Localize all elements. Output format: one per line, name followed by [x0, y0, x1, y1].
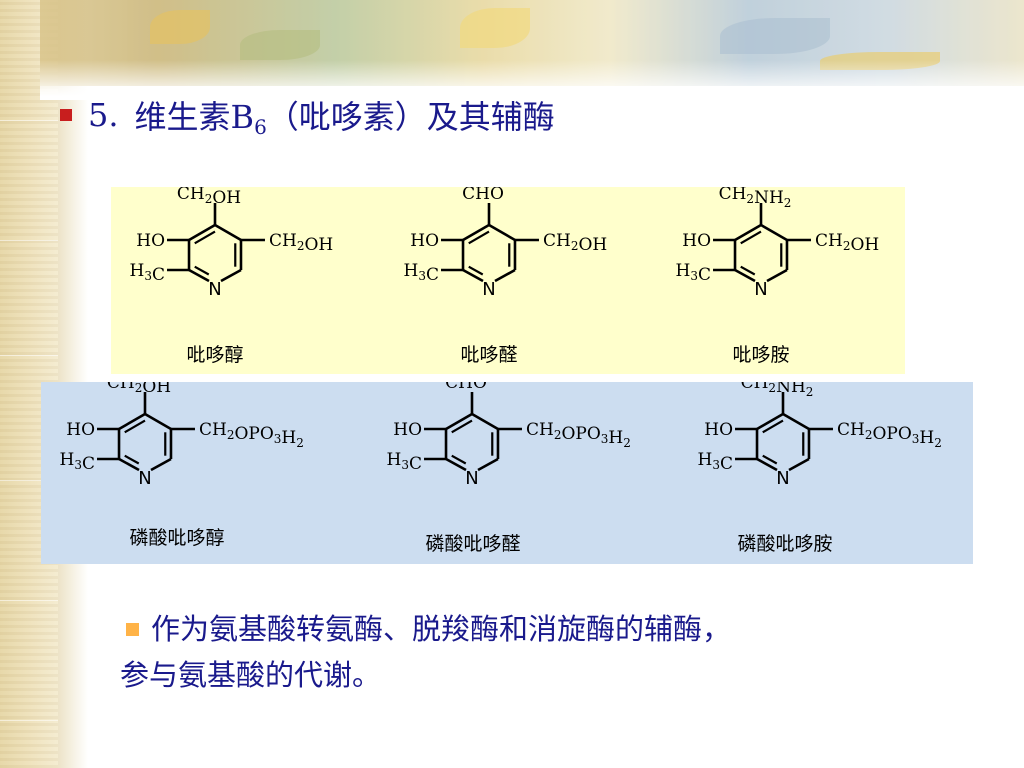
top-group-label: CH2OH — [107, 382, 171, 397]
double-bond — [468, 265, 484, 276]
molecule-structure: CH2OH CH2OH HO H3C N 吡哆醇 — [130, 184, 334, 366]
nitrogen-label: N — [208, 279, 221, 300]
note-line2: 参与氨基酸的代谢。 — [120, 658, 382, 692]
ring-bond — [214, 223, 242, 242]
title-number: 5. — [88, 96, 119, 134]
vitamers-structures: CH2OH CH2OH HO H3C N 吡哆醇 CHO CH2OH HO H3C N 吡哆醛 CH2N… — [130, 184, 880, 366]
molecule-structure: CHO CH2OPO3H2 HO H3C N 磷酸吡哆醛 — [387, 373, 631, 555]
ring-bond — [494, 268, 516, 283]
hydroxyl-label: HO — [682, 231, 711, 251]
ring-bond — [782, 412, 810, 431]
double-bond — [194, 265, 210, 276]
vitamers-box: CH2OH CH2OH HO H3C N 吡哆醇 CHO CH2OH HO H3C N 吡哆醛 CH2N… — [111, 184, 905, 374]
double-bond — [451, 454, 467, 465]
ring-bond — [766, 268, 788, 283]
ring-bond — [760, 223, 788, 242]
right-group-label: CH2OH — [815, 231, 879, 255]
methyl-label: H3C — [130, 261, 165, 285]
ring-bond — [462, 268, 484, 283]
nitrogen-label: N — [138, 468, 151, 489]
ring-bond — [118, 412, 146, 431]
methyl-label: H3C — [387, 450, 422, 474]
hydroxyl-label: HO — [393, 420, 422, 440]
nitrogen-label: N — [482, 279, 495, 300]
top-group-label: CHO — [445, 382, 487, 393]
ring-bond — [756, 457, 778, 472]
ring-bond — [477, 457, 499, 472]
methyl-label: H3C — [698, 450, 733, 474]
hydroxyl-label: HO — [704, 420, 733, 440]
ring-bond — [488, 223, 516, 242]
ring-bond — [220, 268, 242, 283]
ring-bond — [445, 457, 467, 472]
double-bond — [194, 230, 216, 245]
ring-bond — [734, 223, 762, 242]
molecule-structure: CHO CH2OH HO H3C N 吡哆醛 — [404, 184, 608, 366]
phosphate-structures: CH2OH CH2OPO3H2 HO H3C N 磷酸吡哆醇 CHO CH2OPO3H2 HO H… — [60, 373, 942, 555]
bullet-square-icon — [126, 622, 139, 636]
compound-name: 吡哆醛 — [460, 344, 517, 366]
banner-fade — [40, 60, 1024, 100]
compound-name: 磷酸吡哆醇 — [129, 527, 224, 549]
ring-bond — [471, 412, 499, 431]
double-bond — [762, 454, 778, 465]
double-bond — [762, 419, 784, 434]
compound-name: 吡哆胺 — [732, 344, 789, 366]
double-bond — [124, 454, 140, 465]
molecule-structure: CH2OH CH2OPO3H2 HO H3C N 磷酸吡哆醇 — [60, 373, 304, 549]
title-main: 维生素B — [134, 97, 255, 136]
right-group-label: CH2OH — [269, 231, 333, 255]
hydroxyl-label: HO — [410, 231, 439, 251]
methyl-label: H3C — [404, 261, 439, 285]
title-subscript: 6 — [254, 114, 267, 139]
ring-bond — [788, 457, 810, 472]
ring-bond — [188, 268, 210, 283]
ring-bond — [188, 223, 216, 242]
methyl-label: H3C — [676, 261, 711, 285]
double-bond — [451, 419, 473, 434]
nitrogen-label: N — [754, 279, 767, 300]
methyl-label: H3C — [60, 450, 95, 474]
compound-name: 磷酸吡哆醛 — [425, 533, 520, 555]
top-group-label: CHO — [462, 187, 504, 204]
top-group-label: CH2NH2 — [719, 187, 792, 210]
title-text: 维生素B6（吡哆素）及其辅酶 — [135, 92, 555, 139]
ring-bond — [756, 412, 784, 431]
right-group-label: CH2OPO3H2 — [199, 420, 304, 450]
ring-bond — [150, 457, 172, 472]
right-group-label: CH2OPO3H2 — [526, 420, 631, 450]
title-suffix: （吡哆素）及其辅酶 — [266, 97, 555, 136]
note-line1: 作为氨基酸转氨酶、脱羧酶和消旋酶的辅酶， — [151, 612, 732, 646]
right-group-label: CH2OPO3H2 — [837, 420, 942, 450]
ring-bond — [445, 412, 473, 431]
bullet-square-icon — [60, 109, 72, 121]
ring-bond — [144, 412, 172, 431]
nitrogen-label: N — [465, 468, 478, 489]
phosphate-box: CH2OH CH2OPO3H2 HO H3C N 磷酸吡哆醇 CHO CH2OPO3H2 HO H… — [41, 373, 973, 564]
double-bond — [740, 265, 756, 276]
right-group-label: CH2OH — [543, 231, 607, 255]
double-bond — [740, 230, 762, 245]
note-block: 作为氨基酸转氨酶、脱羧酶和消旋酶的辅酶， 参与氨基酸的代谢。 — [120, 606, 980, 698]
hydroxyl-label: HO — [136, 231, 165, 251]
compound-name: 吡哆醇 — [186, 344, 243, 366]
ring-bond — [734, 268, 756, 283]
nitrogen-label: N — [776, 468, 789, 489]
ring-bond — [118, 457, 140, 472]
ring-bond — [462, 223, 490, 242]
top-group-label: CH2NH2 — [741, 382, 814, 399]
double-bond — [468, 230, 490, 245]
hydroxyl-label: HO — [66, 420, 95, 440]
compound-name: 磷酸吡哆胺 — [737, 533, 832, 555]
double-bond — [124, 419, 146, 434]
page-title: 5. 维生素B6（吡哆素）及其辅酶 — [60, 90, 555, 140]
top-group-label: CH2OH — [177, 187, 241, 208]
